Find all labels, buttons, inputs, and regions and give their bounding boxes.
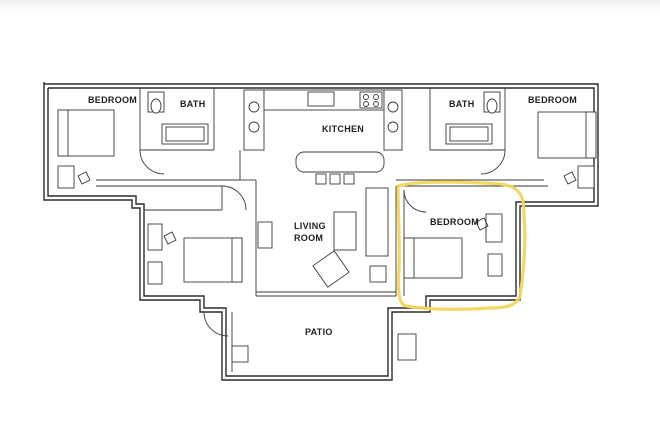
top-fade [0, 0, 660, 14]
desk [485, 213, 503, 243]
nightstand [577, 165, 595, 189]
closet-shelf [257, 221, 273, 249]
interior-walls [96, 88, 548, 372]
nightstand [487, 253, 503, 277]
kitchen-island [295, 151, 385, 173]
kitchen: KITCHEN [243, 89, 403, 185]
patio: PATIO [231, 327, 417, 363]
bed-headboard [403, 237, 415, 279]
burner-icon [373, 94, 379, 100]
counter-right [383, 89, 403, 151]
counter-left [243, 89, 265, 151]
burner-icon [363, 101, 369, 107]
burner-icon [373, 101, 379, 107]
room-label-kitchen: KITCHEN [322, 124, 364, 134]
bedroom-top-right: BEDROOM [528, 95, 597, 189]
armchair-icon [312, 250, 350, 288]
grill-icon [397, 333, 417, 361]
room-label-bedroom: BEDROOM [88, 95, 137, 105]
nightstand [57, 165, 75, 189]
tv-console [333, 211, 357, 251]
room-label-patio: PATIO [305, 327, 333, 337]
nightstand [147, 261, 163, 285]
bedroom-highlighted: BEDROOM [403, 213, 503, 279]
burner-icon [363, 94, 369, 100]
stool-icon [329, 173, 341, 185]
bed-headboard [57, 109, 69, 157]
desk-chair-icon [163, 231, 177, 245]
desk-chair-icon [563, 171, 577, 185]
bathtub-basin [165, 126, 205, 142]
room-label-room: ROOM [294, 233, 323, 243]
room-label-bedroom-highlighted: BEDROOM [430, 217, 479, 227]
planter-icon [231, 345, 249, 363]
exterior-walls [43, 82, 599, 381]
desk-chair-icon [77, 171, 91, 185]
bed-headboard [231, 237, 243, 283]
room-label-bath: BATH [180, 99, 206, 109]
room-label-bath: BATH [449, 99, 475, 109]
stool-icon [315, 173, 327, 185]
living-room: LIVING ROOM [294, 187, 389, 288]
sink-icon [387, 101, 399, 113]
door-swings [139, 149, 506, 337]
bedroom-top-left: BEDROOM [57, 95, 137, 189]
sink-icon [248, 121, 260, 133]
side-table [369, 265, 387, 283]
highlight-marker [396, 180, 527, 311]
room-label-living: LIVING [294, 221, 326, 231]
sofa [365, 187, 389, 257]
bath-right: BATH [445, 91, 501, 145]
desk-chair-icon [475, 217, 489, 231]
bed-headboard [585, 111, 597, 159]
toilet-icon [150, 98, 162, 114]
stove-icon [359, 91, 383, 109]
double-sink-icon [307, 91, 335, 107]
bath-left: BATH [147, 91, 209, 145]
bathtub-basin [449, 126, 489, 142]
toilet-icon [486, 98, 498, 114]
sink-icon [248, 101, 260, 113]
sink-icon [387, 121, 399, 133]
bedroom-lower-left [147, 221, 273, 285]
room-label-bedroom: BEDROOM [528, 95, 577, 105]
desk [147, 223, 163, 251]
stool-icon [343, 173, 355, 185]
